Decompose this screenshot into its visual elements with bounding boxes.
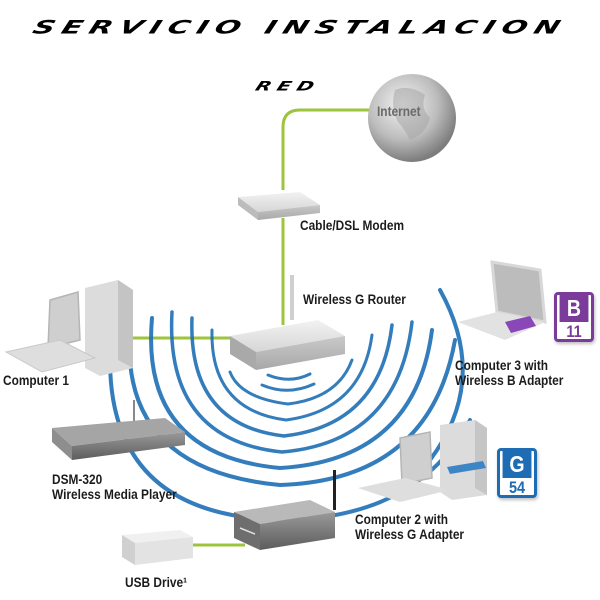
wave-arc — [149, 316, 434, 471]
computer2-label-line1: Computer 2 with — [355, 512, 449, 527]
wave-arc — [169, 310, 414, 454]
badge-g-number: 54 — [502, 478, 532, 495]
cable-dsl-modem-icon[interactable] — [238, 192, 320, 220]
usb-drive-icon[interactable] — [122, 530, 193, 565]
cable-internet-modem — [281, 108, 372, 190]
media-player-label-line2: Wireless Media Player — [52, 487, 177, 502]
computer3-label-line2: Wireless B Adapter — [455, 373, 564, 388]
wireless-router-icon[interactable] — [230, 275, 345, 370]
computer2-icon[interactable] — [358, 420, 487, 502]
router-label: Wireless G Router — [303, 292, 406, 307]
computer3-laptop-icon[interactable] — [458, 260, 547, 340]
media-player-label-line1: DSM-320 — [52, 472, 103, 487]
computer3-label-line1: Computer 3 with — [455, 358, 549, 373]
wave-arc — [266, 372, 312, 381]
wave-arc — [210, 328, 374, 422]
wave-arc — [127, 328, 457, 488]
storage-server-icon[interactable] — [234, 470, 336, 550]
wireless-b-adapter-card — [505, 316, 536, 333]
computer1-label: Computer 1 — [3, 373, 70, 388]
computer3-label: Computer 3 with Wireless B Adapter — [455, 358, 578, 388]
usb-drive-label: USB Drive¹ — [125, 575, 188, 590]
wave-arc — [260, 382, 316, 392]
badge-b-letter: B — [559, 295, 589, 322]
media-player-label: DSM-320 Wireless Media Player — [52, 472, 194, 502]
computer2-label-line2: Wireless G Adapter — [355, 527, 465, 542]
wireless-g-adapter-card — [447, 461, 486, 474]
computer1-icon[interactable] — [4, 280, 133, 376]
wireless-b-badge: B 11 — [554, 292, 594, 342]
wireless-g-badge: G 54 — [497, 448, 537, 498]
wave-arc — [228, 358, 354, 406]
computer2-label: Computer 2 with Wireless G Adapter — [355, 512, 479, 542]
media-player-icon[interactable] — [52, 400, 185, 460]
badge-g-letter: G — [502, 451, 532, 478]
wave-arc — [190, 316, 394, 438]
internet-label: Internet — [377, 103, 421, 119]
badge-b-number: 11 — [559, 322, 589, 339]
internet-globe-icon[interactable] — [368, 74, 456, 162]
modem-label: Cable/DSL Modem — [300, 218, 405, 233]
